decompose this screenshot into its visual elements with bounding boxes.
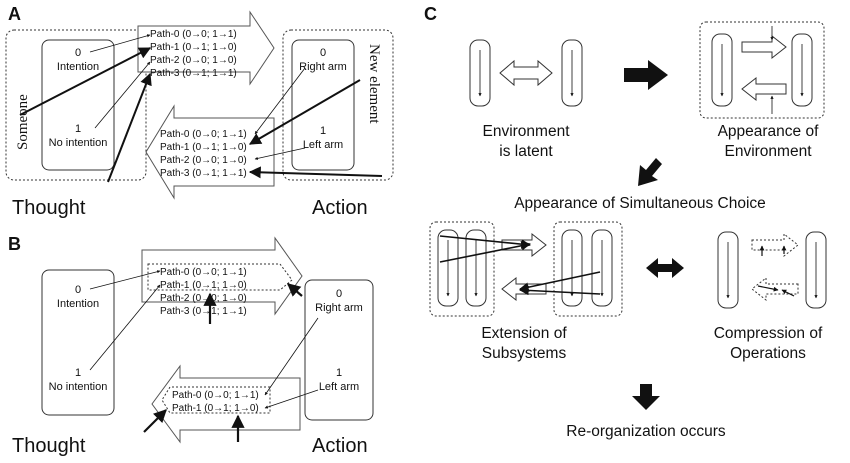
panel-b-action-bottom-value: 1 bbox=[336, 367, 342, 379]
panel-a-action-box bbox=[291, 39, 355, 171]
env-latent-line1: Environment bbox=[482, 123, 570, 140]
panel-a-thought-label: Thought bbox=[12, 197, 86, 219]
panel-a-someone-label: Someone bbox=[15, 94, 31, 150]
panel-b-thought-bottom-text: No intention bbox=[49, 381, 108, 393]
panel-a-thought-bottom-value: 1 bbox=[75, 123, 81, 135]
path-label: Path-3 (0→1; 1→1) bbox=[150, 68, 237, 79]
env-latent-line2: is latent bbox=[499, 143, 553, 160]
connector-line bbox=[254, 67, 306, 135]
thick-arrow bbox=[143, 409, 167, 433]
panel-a-new-element-label: New element bbox=[366, 44, 382, 124]
panel-a-lower-paths: Path-0 (0→0; 1→1) Path-1 (0→1; 1→0) Path… bbox=[160, 129, 247, 179]
path-label: Path-3 (0→1; 1→1) bbox=[160, 306, 247, 317]
panel-a-thought-region bbox=[5, 29, 147, 181]
panel-b-thought-bottom-value: 1 bbox=[75, 367, 81, 379]
panel-c-letter: C bbox=[424, 4, 437, 24]
panel-a-lower-arrow bbox=[145, 104, 275, 200]
block-arrow-right-icon bbox=[624, 60, 668, 90]
path-label: Path-2 (0→0; 1→0) bbox=[160, 155, 247, 166]
appearance-env-line2: Environment bbox=[724, 143, 812, 160]
thick-arrow bbox=[248, 79, 361, 145]
extension-line1: Extension of bbox=[481, 325, 567, 342]
thick-arrow bbox=[286, 283, 303, 297]
double-arrow-icon bbox=[499, 59, 553, 87]
panel-c: C Environment is latent Appearance of En… bbox=[424, 4, 827, 440]
panel-a-action-bottom-text: Left arm bbox=[303, 139, 343, 151]
panel-b-lower-paths: Path-0 (0→0; 1→1) Path-1 (0→1; 1→0) bbox=[172, 390, 259, 414]
appearance-env-diagram bbox=[699, 21, 825, 119]
panel-a-letter: A bbox=[8, 4, 21, 24]
panel-a-thought-box bbox=[41, 39, 115, 171]
extension-diagram bbox=[429, 221, 623, 317]
panel-a-action-bottom-value: 1 bbox=[320, 125, 326, 137]
path-label: Path-0 (0→0; 1→1) bbox=[160, 129, 247, 140]
panel-a-action-top-text: Right arm bbox=[299, 61, 347, 73]
thick-arrow bbox=[107, 72, 152, 183]
connector-line bbox=[264, 389, 319, 409]
panel-b-letter: B bbox=[8, 234, 21, 254]
path-label: Path-2 (0→0; 1→0) bbox=[150, 55, 237, 66]
block-arrow-diagonal-icon bbox=[638, 158, 662, 186]
block-arrow-down-icon bbox=[632, 384, 660, 410]
panel-b-thought-label: Thought bbox=[12, 435, 86, 457]
path-label: Path-1 (0→1; 1→0) bbox=[172, 403, 259, 414]
thick-arrow bbox=[19, 47, 152, 116]
panel-b-thought-box bbox=[41, 269, 115, 416]
panel-b-upper-dashed-region bbox=[147, 263, 293, 291]
compression-line2: Operations bbox=[730, 345, 806, 362]
panel-a-thought-top-value: 0 bbox=[75, 47, 81, 59]
compression-diagram bbox=[717, 231, 827, 309]
connector-line bbox=[89, 270, 161, 290]
connector-line bbox=[254, 147, 306, 160]
path-label: Path-1 (0→1; 1→0) bbox=[150, 42, 237, 53]
panel-a-upper-arrow bbox=[137, 10, 275, 86]
compression-line1: Compression of bbox=[714, 325, 823, 342]
panel-b-action-top-value: 0 bbox=[336, 288, 342, 300]
panel-a-upper-paths: Path-0 (0→0; 1→1) Path-1 (0→1; 1→0) Path… bbox=[150, 29, 237, 79]
env-latent-diagram bbox=[469, 39, 583, 107]
panel-a: A 0 Intention 1 No intention Someone 0 R… bbox=[5, 4, 394, 219]
simultaneous-choice-label: Appearance of Simultaneous Choice bbox=[514, 195, 766, 212]
connector-line bbox=[89, 284, 161, 371]
thick-arrow bbox=[248, 166, 383, 179]
panel-a-action-label: Action bbox=[312, 197, 368, 219]
appearance-env-line1: Appearance of bbox=[718, 123, 820, 140]
panel-b-action-bottom-text: Left arm bbox=[319, 381, 359, 393]
panel-b-action-box bbox=[304, 279, 374, 421]
connector-line bbox=[89, 34, 151, 53]
connector-line bbox=[264, 317, 319, 396]
path-label: Path-1 (0→1; 1→0) bbox=[160, 280, 247, 291]
reorganization-label: Re-organization occurs bbox=[566, 423, 726, 440]
panel-b: B 0 Intention 1 No intention 0 Right arm… bbox=[8, 234, 374, 457]
panel-b-upper-paths: Path-0 (0→0; 1→1) Path-1 (0→1; 1→0) Path… bbox=[160, 267, 247, 317]
path-label: Path-1 (0→1; 1→0) bbox=[160, 142, 247, 153]
panel-a-action-top-value: 0 bbox=[320, 47, 326, 59]
panel-a-action-region bbox=[282, 29, 394, 181]
path-label: Path-3 (0→1; 1→1) bbox=[160, 168, 247, 179]
double-block-arrow-icon bbox=[646, 258, 684, 278]
panel-a-thought-bottom-text: No intention bbox=[49, 137, 108, 149]
panel-b-action-top-text: Right arm bbox=[315, 302, 363, 314]
path-label: Path-2 (0→0; 1→0) bbox=[160, 293, 247, 304]
path-label: Path-0 (0→0; 1→1) bbox=[172, 390, 259, 401]
path-label: Path-0 (0→0; 1→1) bbox=[160, 267, 247, 278]
extension-line2: Subsystems bbox=[482, 345, 567, 362]
panel-a-thought-top-text: Intention bbox=[57, 61, 99, 73]
panel-b-action-label: Action bbox=[312, 435, 368, 457]
path-label: Path-0 (0→0; 1→1) bbox=[150, 29, 237, 40]
panel-b-thought-top-value: 0 bbox=[75, 284, 81, 296]
panel-b-thought-top-text: Intention bbox=[57, 298, 99, 310]
